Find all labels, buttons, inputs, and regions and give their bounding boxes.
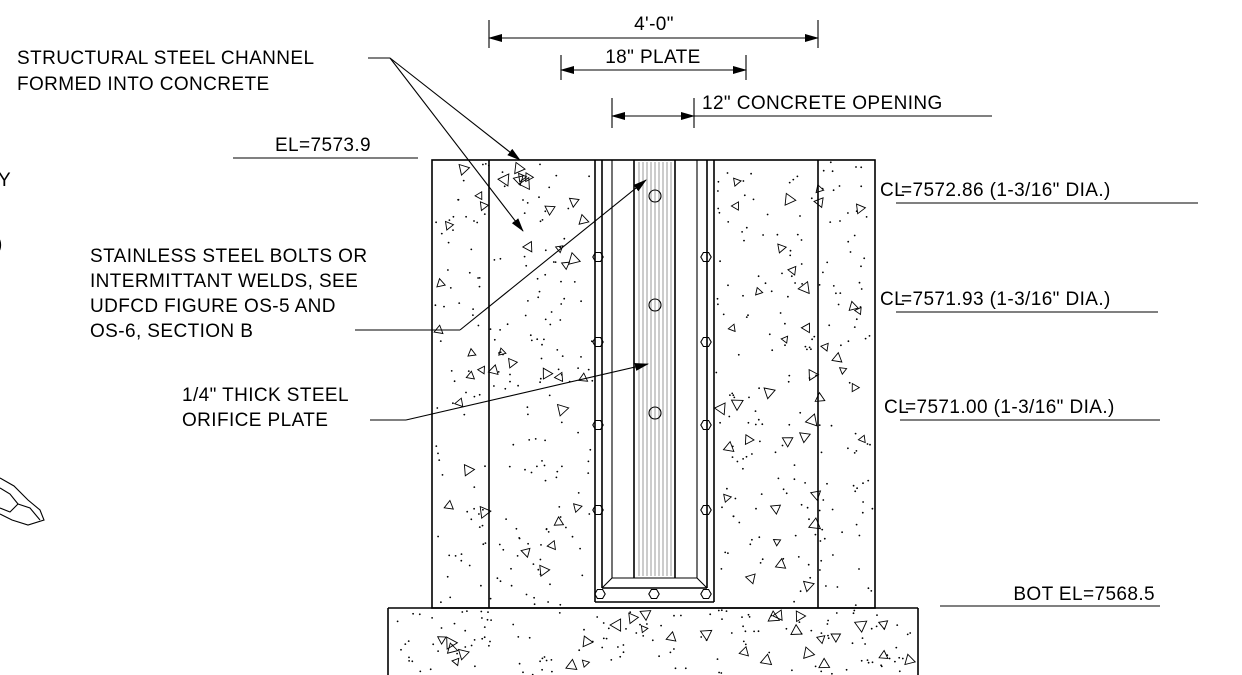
callout-channel: STRUCTURAL STEEL CHANNEL FORMED INTO CON… [17,48,524,232]
callout-bolts-line-4: OS-6, SECTION B [90,321,253,342]
bolts [592,251,712,600]
dimension-overall-label: 4'-0" [634,14,674,35]
bottom-elevation-label: BOT EL=7568.5 [1013,584,1155,605]
callout-bolts-line-2: INTERMITTANT WELDS, SEE [90,271,358,292]
edge-rock-sketch [0,477,45,526]
orifice-1-label: =7572.86 (1-3/16" DIA.) [901,180,1111,201]
orifice-3-prefix: CL [884,397,909,418]
edge-fragment-y: Y [0,170,11,191]
callout-bolts-line-3: UDFCD FIGURE OS-5 AND [90,296,336,317]
bolt-7 [700,336,712,348]
bolt-9 [700,504,712,516]
dimension-overall: 4'-0" [488,14,819,48]
concrete-wall-outline [431,159,876,609]
bolt-11 [648,588,660,600]
bolt-6 [700,251,712,263]
bolt-3 [592,419,604,431]
orifice-elevation-2: CL =7571.93 (1-3/16" DIA.) [880,289,1158,313]
callout-channel-line-1: STRUCTURAL STEEL CHANNEL [17,48,314,69]
orifice-1-prefix: CL [880,180,905,201]
concrete-footing [387,607,919,675]
orifice-hole-3 [648,406,662,420]
callout-channel-line-2: FORMED INTO CONCRETE [17,74,270,95]
edge-fragment-paren: ) [0,234,3,255]
steel-channel [594,160,715,603]
bolt-1 [592,251,604,263]
dimension-opening-label: 12" CONCRETE OPENING [702,93,943,114]
dimension-opening: 12" CONCRETE OPENING [611,93,992,128]
bolt-2 [592,336,604,348]
callout-bolts-line-1: STAINLESS STEEL BOLTS OR [90,246,367,267]
dimension-plate-label: 18" PLATE [605,47,701,68]
bottom-elevation: BOT EL=7568.5 [940,584,1160,607]
orifice-elevation-1: CL =7572.86 (1-3/16" DIA.) [880,180,1198,204]
top-elevation-label: EL=7573.9 [275,135,371,156]
callout-plate: 1/4" THICK STEEL ORIFICE PLATE [182,363,649,431]
bolt-5 [594,588,606,600]
bolt-4 [592,504,604,516]
callout-bolts: STAINLESS STEEL BOLTS OR INTERMITTANT WE… [90,179,647,342]
callout-plate-line-1: 1/4" THICK STEEL [182,385,349,406]
bolt-10 [700,588,712,600]
concrete-stipple [396,161,917,675]
orifice-elevation-3: CL =7571.00 (1-3/16" DIA.) [884,397,1160,421]
orifice-plate [633,160,676,578]
dimension-plate: 18" PLATE [560,47,747,80]
top-elevation: EL=7573.9 [233,135,418,159]
callout-plate-line-2: ORIFICE PLATE [182,410,328,431]
orifice-hole-2 [648,298,662,312]
orifice-2-label: =7571.93 (1-3/16" DIA.) [901,289,1111,310]
orifice-hole-1 [648,189,662,203]
orifice-3-label: =7571.00 (1-3/16" DIA.) [905,397,1115,418]
orifice-2-prefix: CL [880,289,905,310]
bolt-8 [700,419,712,431]
